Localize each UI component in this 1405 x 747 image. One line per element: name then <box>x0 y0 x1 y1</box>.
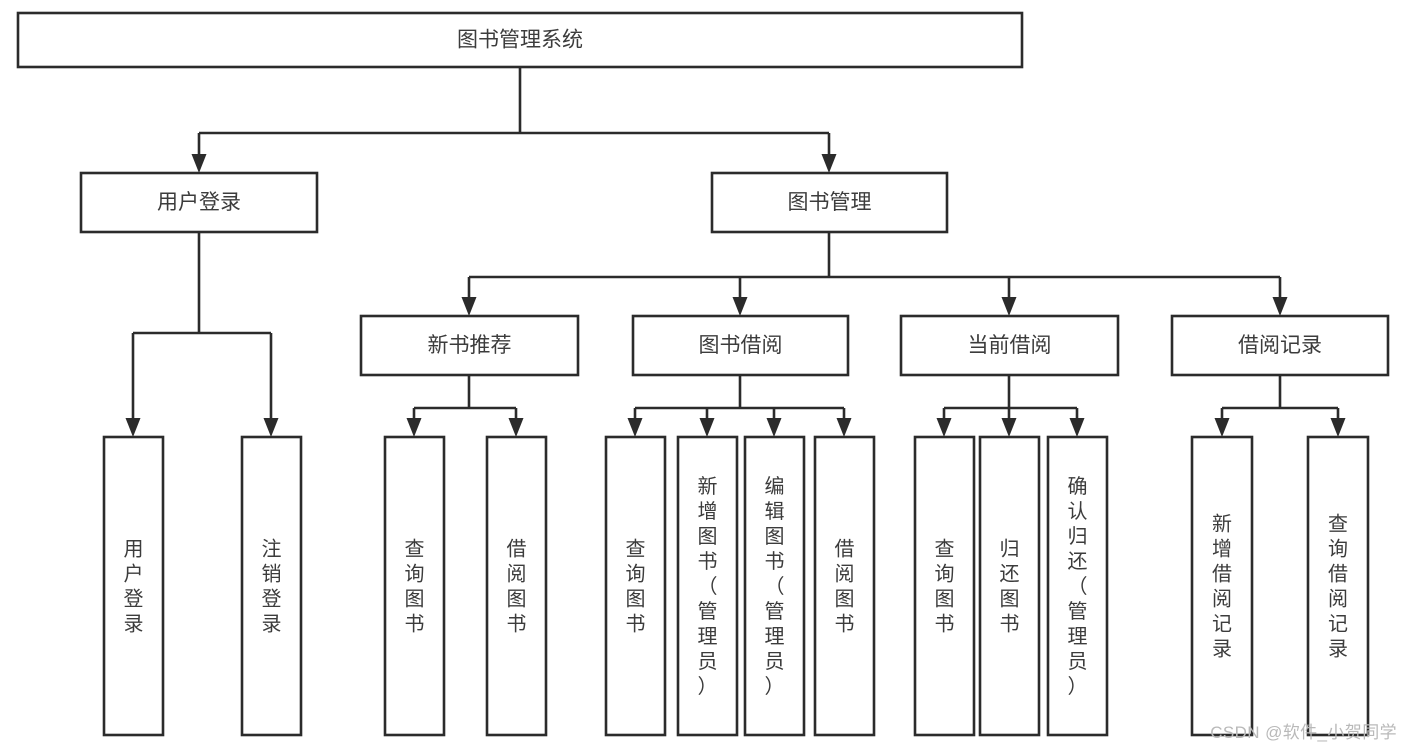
arrow-head-icon <box>125 418 141 437</box>
node-leaf-confirm-return[interactable]: 确认归还（管理员） <box>1046 435 1109 737</box>
node-leaf-borrow-book[interactable]: 借阅图书 <box>813 435 876 737</box>
node-label: 查询图书 <box>935 538 955 636</box>
node-box[interactable] <box>383 435 446 737</box>
arrow-head-icon <box>699 418 715 437</box>
node-box[interactable] <box>710 171 949 234</box>
arrow-head-icon <box>1069 418 1085 437</box>
node-box[interactable] <box>676 435 739 737</box>
arrow-head-icon <box>1330 418 1346 437</box>
node-box[interactable] <box>485 435 548 737</box>
nodes-layer: 图书管理系统用户登录图书管理新书推荐图书借阅当前借阅借阅记录用户登录注销登录查询… <box>16 11 1390 737</box>
arrow-head-icon <box>1214 418 1230 437</box>
node-box[interactable] <box>1306 435 1370 737</box>
node-box[interactable] <box>631 314 850 377</box>
node-root[interactable]: 图书管理系统 <box>16 11 1024 69</box>
arrow-head-icon <box>627 418 643 437</box>
node-label: 确认归还（管理员） <box>1068 475 1088 698</box>
arrow-head-icon <box>821 154 837 173</box>
node-borrow-record[interactable]: 借阅记录 <box>1170 314 1390 377</box>
node-label: 新增图书（管理员） <box>698 475 718 698</box>
node-current-borrow[interactable]: 当前借阅 <box>899 314 1120 377</box>
arrow-head-icon <box>936 418 952 437</box>
arrow-head-icon <box>263 418 279 437</box>
connectors-layer <box>125 67 1346 437</box>
node-leaf-user-login[interactable]: 用户登录 <box>102 435 165 737</box>
node-leaf-query-book-recommend[interactable]: 查询图书 <box>383 435 446 737</box>
node-box[interactable] <box>899 314 1120 377</box>
node-leaf-logout[interactable]: 注销登录 <box>240 435 303 737</box>
arrow-head-icon <box>732 297 748 316</box>
node-label: 查询图书 <box>405 538 425 636</box>
arrow-head-icon <box>766 418 782 437</box>
arrow-head-icon <box>1272 297 1288 316</box>
arrow-head-icon <box>508 418 524 437</box>
node-label: 编辑图书（管理员） <box>765 475 785 698</box>
node-box[interactable] <box>240 435 303 737</box>
node-new-book-recommend[interactable]: 新书推荐 <box>359 314 580 377</box>
node-box[interactable] <box>604 435 667 737</box>
node-label: 查询借阅记录 <box>1328 513 1348 661</box>
arrow-head-icon <box>406 418 422 437</box>
arrow-head-icon <box>836 418 852 437</box>
node-box[interactable] <box>743 435 806 737</box>
node-label: 图书借阅 <box>699 334 783 357</box>
node-leaf-query-borrow-record[interactable]: 查询借阅记录 <box>1306 435 1370 737</box>
node-leaf-borrow-book-recommend[interactable]: 借阅图书 <box>485 435 548 737</box>
node-leaf-query-book-current[interactable]: 查询图书 <box>913 435 976 737</box>
node-book-borrow[interactable]: 图书借阅 <box>631 314 850 377</box>
node-label: 新书推荐 <box>428 334 512 357</box>
node-box[interactable] <box>102 435 165 737</box>
node-label: 用户登录 <box>157 191 241 214</box>
node-box[interactable] <box>359 314 580 377</box>
node-label: 借阅图书 <box>835 538 855 636</box>
node-leaf-add-book[interactable]: 新增图书（管理员） <box>676 435 739 737</box>
node-leaf-add-borrow-record[interactable]: 新增借阅记录 <box>1190 435 1254 737</box>
node-label: 注销登录 <box>262 538 282 636</box>
node-label: 当前借阅 <box>968 334 1052 357</box>
arrow-head-icon <box>191 154 207 173</box>
node-label: 借阅图书 <box>507 538 527 636</box>
node-box[interactable] <box>913 435 976 737</box>
node-box[interactable] <box>1190 435 1254 737</box>
node-box[interactable] <box>813 435 876 737</box>
node-label: 图书管理 <box>788 191 872 214</box>
node-label: 用户登录 <box>124 539 144 636</box>
arrow-head-icon <box>1001 418 1017 437</box>
node-label: 新增借阅记录 <box>1212 513 1232 661</box>
csdn-watermark: CSDN @软件_小贺同学 <box>1210 723 1397 742</box>
node-box[interactable] <box>978 435 1041 737</box>
node-label: 归还图书 <box>1000 538 1020 636</box>
node-box[interactable] <box>1046 435 1109 737</box>
node-box[interactable] <box>16 11 1024 69</box>
node-leaf-edit-book[interactable]: 编辑图书（管理员） <box>743 435 806 737</box>
node-user-login[interactable]: 用户登录 <box>79 171 319 234</box>
node-label: 借阅记录 <box>1238 334 1322 357</box>
node-label: 图书管理系统 <box>457 29 583 52</box>
node-leaf-query-book-borrow[interactable]: 查询图书 <box>604 435 667 737</box>
node-box[interactable] <box>1170 314 1390 377</box>
node-book-management[interactable]: 图书管理 <box>710 171 949 234</box>
node-label: 查询图书 <box>626 538 646 636</box>
node-box[interactable] <box>79 171 319 234</box>
arrow-head-icon <box>1001 297 1017 316</box>
arrow-head-icon <box>461 297 477 316</box>
node-leaf-return-book[interactable]: 归还图书 <box>978 435 1041 737</box>
